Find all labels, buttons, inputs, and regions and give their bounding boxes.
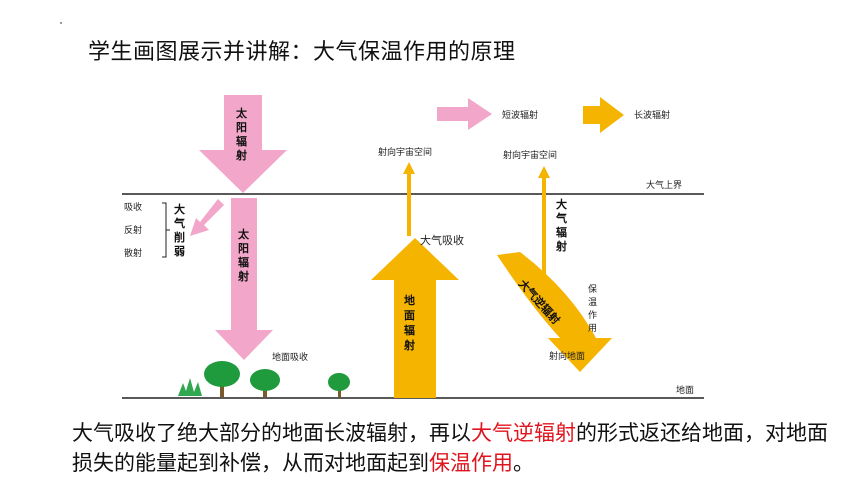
atm-rad-label-2: 气 [555, 211, 567, 225]
atm-rad-label-1: 大 [556, 197, 567, 211]
to-space-right-label: 射向宇宙空间 [503, 149, 557, 161]
solar-label-mid-3: 辐 [238, 255, 249, 269]
solar-label-mid-4: 射 [237, 269, 249, 283]
caption-highlight-counter-radiation: 大气逆辐射 [471, 421, 576, 445]
atm-absorb-label: 大气吸收 [420, 233, 464, 247]
ground-rad-label-2: 面 [404, 309, 415, 322]
solar-label-top-2: 阳 [236, 120, 247, 134]
atm-rad-label-4: 射 [555, 239, 567, 253]
corner-dot [60, 22, 62, 24]
weaken-label-2: 气 [173, 216, 185, 230]
long-wave-legend-label: 长波辐射 [634, 109, 670, 121]
tree-icons [178, 361, 350, 397]
explanation-text: 大气吸收了绝大部分的地面长波辐射，再以大气逆辐射的形式返还给地面，对地面损失的能… [72, 418, 842, 478]
caption-part-1: 大气吸收了绝大部分的地面长波辐射，再以 [72, 421, 471, 445]
toward-ground-label: 射向地面 [549, 350, 585, 362]
solar-label-mid-1: 太 [237, 227, 250, 241]
absorb-label: 吸收 [124, 201, 142, 213]
atmosphere-top-label: 大气上界 [646, 179, 682, 191]
counter-radiation-arrow [497, 252, 612, 372]
to-space-left-arrow-head [403, 162, 415, 174]
scatter-label: 散射 [124, 247, 142, 259]
ground-radiation-arrow [371, 238, 459, 398]
ground-rad-label-4: 射 [403, 338, 415, 352]
solar-radiation-arrow-mid [215, 198, 273, 360]
ground-label: 地面 [676, 384, 694, 396]
insulation-label-3: 作 [588, 309, 597, 321]
weakening-arrow [190, 199, 224, 236]
to-space-right-arrow-head [538, 166, 550, 178]
insulation-label-4: 用 [588, 323, 597, 334]
ground-rad-label-3: 辐 [404, 323, 415, 337]
weaken-bracket [162, 202, 170, 258]
insulation-label-2: 温 [588, 297, 597, 308]
reflect-label: 反射 [124, 224, 142, 236]
solar-label-top-3: 辐 [236, 134, 247, 148]
atm-rad-label-3: 辐 [556, 225, 567, 239]
to-space-right-arrow-shaft [542, 176, 546, 276]
weaken-label-3: 削 [174, 230, 185, 244]
solar-label-top-4: 射 [235, 148, 247, 162]
ground-rad-label-1: 地 [404, 293, 415, 307]
solar-label-top-1: 太 [235, 106, 248, 120]
caption-part-2: 的形式返还给地面，对地面损失的能量起到补偿，从而对地面起到 [72, 421, 828, 475]
caption-part-3: 。 [513, 451, 534, 475]
to-space-left-arrow-shaft [407, 172, 411, 236]
page-title: 学生画图展示并讲解：大气保温作用的原理 [88, 40, 516, 65]
short-wave-legend-label: 短波辐射 [502, 109, 538, 121]
insulation-label-1: 保 [588, 283, 597, 295]
weaken-label-1: 大 [174, 202, 185, 216]
long-wave-legend-arrow [583, 97, 624, 133]
ground-absorb-label: 地面吸收 [272, 351, 308, 363]
weaken-label-4: 弱 [174, 245, 185, 258]
short-wave-legend-arrow [437, 98, 492, 130]
solar-radiation-arrow-top [199, 95, 287, 193]
solar-label-mid-2: 阳 [238, 241, 249, 255]
to-space-left-label: 射向宇宙空间 [378, 146, 432, 158]
caption-highlight-insulation: 保温作用 [429, 451, 513, 475]
